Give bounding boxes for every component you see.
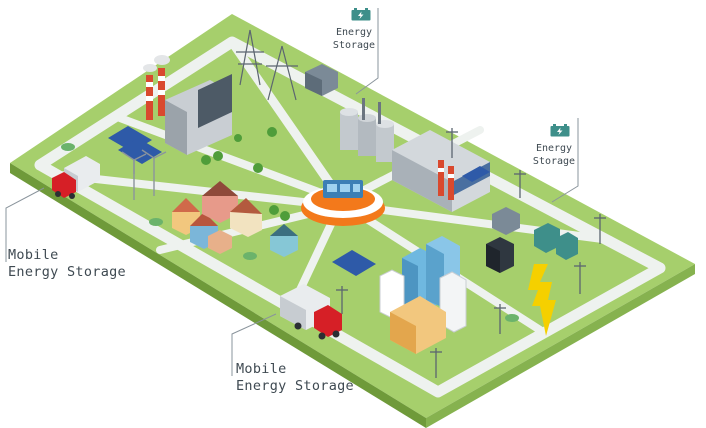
cars [61,143,519,322]
storage-building-top [305,64,338,96]
city-skyscrapers [379,236,467,354]
label-mobile-energy-storage-bottom: Mobile Energy Storage [236,361,354,395]
label-mobile-energy-storage-left: Mobile Energy Storage [8,247,126,281]
label-line: Storage [332,39,376,51]
label-energy-storage-right: Energy Storage [528,143,580,168]
wind-turbines [121,149,167,200]
trees [201,127,290,221]
solar-panel-array-left [108,126,162,164]
callout-lines [5,8,579,376]
label-line: Energy [535,143,573,154]
label-line: Mobile [236,361,287,377]
utility-poles [336,128,606,378]
refinery-tanks [340,98,394,162]
battery-storage-cabinets [486,207,578,273]
label-line: Energy Storage [8,263,126,280]
battery-icon [550,124,570,137]
solar-panel-array-center [332,250,376,276]
power-plant [143,55,232,155]
label-line: Mobile [8,247,59,263]
label-line: Energy Storage [236,377,354,394]
control-center [301,180,385,226]
solar-panel-roof-right [462,166,490,182]
residential-houses [172,181,298,257]
label-line: Energy [335,27,373,38]
mobile-storage-truck-left [52,156,100,199]
battery-icon [351,8,371,21]
label-energy-storage-top: Energy Storage [328,27,380,52]
lightning-bolt-icon [528,264,556,336]
mobile-storage-truck-bottom [280,284,342,340]
label-line: Storage [532,155,576,167]
transmission-tower [236,29,298,101]
